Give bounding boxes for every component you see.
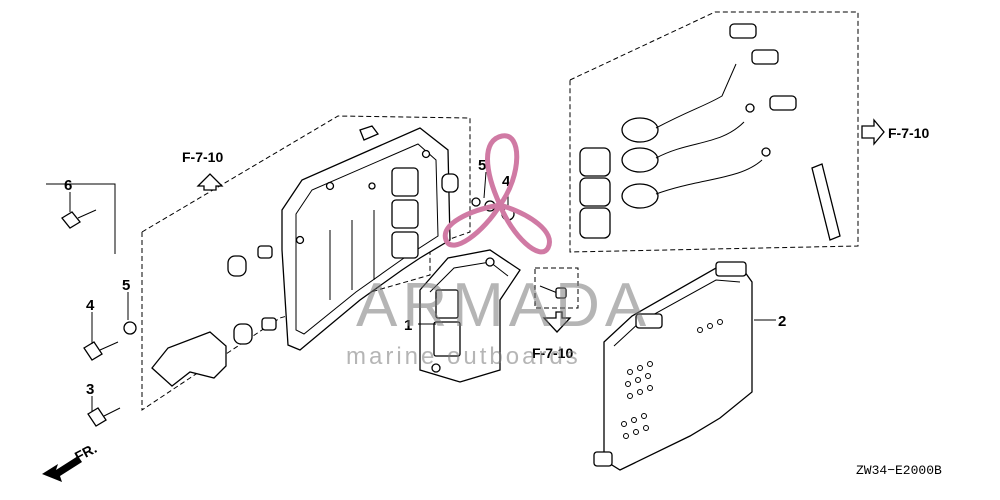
washer-5-right bbox=[471, 197, 481, 207]
mounting-bracket-plate bbox=[151, 331, 227, 387]
part-label-5-left: 5 bbox=[122, 277, 130, 294]
part-label-3: 3 bbox=[86, 381, 94, 398]
bolt6-callout-line bbox=[46, 183, 116, 254]
bolt-detail bbox=[539, 285, 567, 299]
bolt-6 bbox=[61, 209, 97, 229]
ignition-coils bbox=[579, 23, 797, 239]
drawing-code: ZW34−E2000B bbox=[856, 463, 942, 478]
part-label-6: 6 bbox=[64, 177, 72, 194]
rubber-grommets bbox=[227, 173, 459, 345]
washer-5-left bbox=[123, 321, 137, 335]
propeller-logo-icon bbox=[442, 133, 552, 255]
watermark-tagline: marine outboards bbox=[346, 343, 581, 370]
front-arrow-icon bbox=[42, 456, 82, 482]
wire-clip bbox=[811, 163, 841, 241]
part-label-2: 2 bbox=[778, 313, 786, 330]
ref-f-7-10-bottom: F-7-10 bbox=[532, 345, 573, 361]
bolt-detail-outline bbox=[534, 267, 579, 309]
coil-group-outline bbox=[569, 11, 859, 253]
bolt-4-left bbox=[83, 341, 119, 361]
part-label-4-right: 4 bbox=[502, 173, 511, 190]
down-arrow-icon bbox=[542, 311, 572, 333]
part-label-4-left: 4 bbox=[86, 297, 95, 314]
up-arrow-icon bbox=[196, 173, 224, 191]
right-arrow-icon bbox=[861, 118, 885, 146]
part-label-1: 1 bbox=[404, 317, 412, 334]
bracket-frame bbox=[281, 125, 451, 351]
ref-f-7-10-left: F-7-10 bbox=[182, 149, 223, 165]
bolt-3 bbox=[87, 407, 121, 427]
watermark-brand: ARMADA bbox=[356, 271, 651, 340]
ecu-cover bbox=[593, 261, 753, 471]
ecu-module bbox=[419, 249, 521, 383]
armada-logo: ARMADA marine outboards bbox=[346, 133, 651, 370]
ref-f-7-10-right: F-7-10 bbox=[888, 125, 929, 141]
part-label-5-right: 5 bbox=[478, 157, 486, 174]
